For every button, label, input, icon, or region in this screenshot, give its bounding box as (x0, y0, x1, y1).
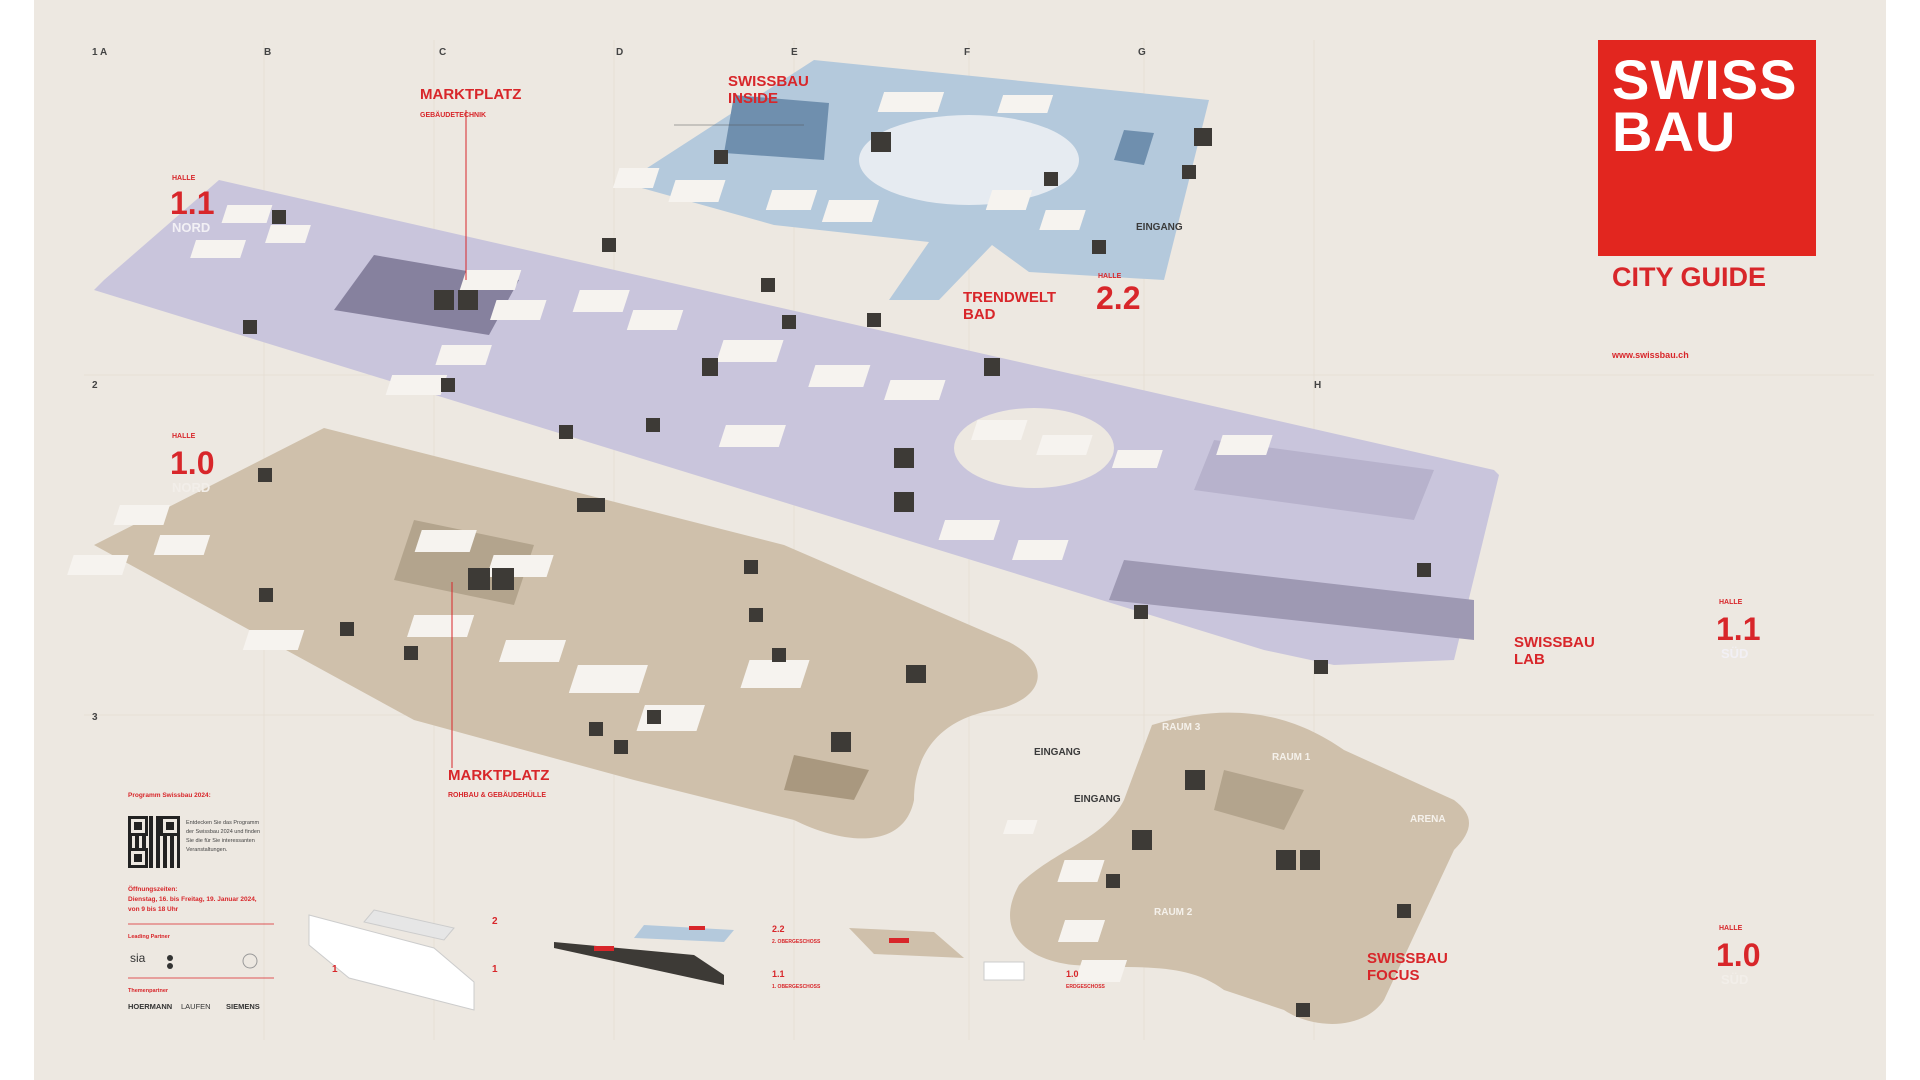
level-2-2-name: 2. OBERGESCHOSS (772, 939, 821, 945)
hall-2-2-floor (624, 60, 1209, 300)
grid-col-a: 1 A (92, 47, 107, 58)
city-guide-title: CITY GUIDE (1612, 262, 1767, 292)
zone-swissbau-lab-1: SWISSBAU (1514, 634, 1595, 651)
sponsor-laufen: LAUFEN (181, 1002, 211, 1011)
grid-col-h: H (1314, 380, 1321, 391)
hall-1-0-sued-label: HALLE (1719, 925, 1743, 932)
grid-row-2: 2 (92, 380, 98, 391)
floor-plan-map: 1 A B C D E F G H 2 3 (67, 40, 1874, 1040)
zone-swissbau-lab-2: LAB (1514, 651, 1545, 668)
iso-label-1b: 1 (492, 964, 498, 975)
service-icons (243, 128, 1431, 1017)
hall-1-0-nord-number: 1.0 (170, 445, 214, 481)
level-1-1-num: 1.1 (772, 969, 785, 979)
programme-qr-text-1: Entdecken Sie das Programm (186, 820, 259, 826)
programme-qr-code[interactable] (128, 816, 180, 868)
iso-label-2: 2 (492, 916, 498, 927)
programme-qr-text-3: Sie die für Sie interessanten (186, 838, 255, 844)
hall-2-2-number: 2.2 (1096, 280, 1140, 316)
level-1-0-name: ERDGESCHOSS (1066, 984, 1106, 990)
entrance-hall-1-0: EINGANG (1034, 747, 1081, 758)
logo-line-2: BAU (1612, 100, 1737, 163)
zone-trendwelt-bad-1: TRENDWELT (963, 289, 1056, 306)
programme-qr-text-2: der Swissbau 2024 und finden (186, 829, 260, 835)
programme-heading: Programm Swissbau 2024: (128, 792, 211, 799)
level-1-1-name: 1. OBERGESCHOSS (772, 984, 821, 990)
arena-label: ARENA (1410, 814, 1446, 825)
hall-1-0-nord-wing: NORD (172, 480, 210, 495)
zone-swissbau-focus-2: FOCUS (1367, 967, 1420, 984)
iso-label-1a: 1 (332, 964, 338, 975)
website-link[interactable]: www.swissbau.ch (1612, 350, 1689, 360)
city-guide-poster: 1 A B C D E F G H 2 3 (34, 0, 1886, 1080)
level-1-0-num: 1.0 (1066, 969, 1079, 979)
room-2-label: RAUM 2 (1154, 907, 1193, 918)
hall-1-1-nord-label: HALLE (172, 175, 196, 182)
theme-partner-label: Themenpartner (128, 988, 169, 994)
grid-col-c: C (439, 47, 446, 58)
leading-partner-label: Leading Partner (128, 934, 171, 940)
hall-1-0-sued-wing: SÜD (1721, 972, 1748, 987)
grid-col-f: F (964, 47, 970, 58)
zone-marktplatz-gebaeudetechnik-sub: GEBÄUDETECHNIK (420, 111, 486, 119)
hall-2-2-label: HALLE (1098, 273, 1122, 280)
opening-hours-line-1: Dienstag, 16. bis Freitag, 19. Januar 20… (128, 896, 257, 903)
focus-area-floor (1010, 712, 1469, 1024)
level-2-2-num: 2.2 (772, 924, 785, 934)
room-3-label: RAUM 3 (1162, 722, 1201, 733)
entrance-focus: EINGANG (1074, 794, 1121, 805)
grid-row-3: 3 (92, 712, 98, 723)
zone-marktplatz-rohbau-title: MARKTPLATZ (448, 767, 549, 784)
logo-line-1: SWISS (1612, 48, 1798, 111)
room-1-label: RAUM 1 (1272, 752, 1311, 763)
grid-col-d: D (616, 47, 623, 58)
hall-1-0-sued-number: 1.0 (1716, 937, 1760, 973)
zone-swissbau-inside-2: INSIDE (728, 90, 778, 107)
zone-trendwelt-bad-2: BAD (963, 306, 996, 323)
zone-marktplatz-gebaeudetechnik-title: MARKTPLATZ (420, 86, 521, 103)
hall-1-1-nord-wing: NORD (172, 220, 210, 235)
zone-swissbau-inside-1: SWISSBAU (728, 73, 809, 90)
entrance-hall-2-2: EINGANG (1136, 222, 1183, 233)
grid-col-b: B (264, 47, 271, 58)
grid-col-e: E (791, 47, 798, 58)
grid-col-g: G (1138, 47, 1146, 58)
swissbau-logo: SWISS BAU (1598, 40, 1816, 256)
hall-1-1-sued-label: HALLE (1719, 599, 1743, 606)
sponsor-hoermann: HOERMANN (128, 1002, 172, 1011)
hall-1-0-nord-label: HALLE (172, 433, 196, 440)
iso-overview (308, 909, 1025, 1011)
sponsor-siemens: SIEMENS (226, 1002, 260, 1011)
partner-sia: sia (130, 951, 146, 965)
zone-swissbau-focus-1: SWISSBAU (1367, 950, 1448, 967)
programme-qr-text-4: Veranstaltungen. (186, 847, 228, 853)
hall-1-1-sued-number: 1.1 (1716, 611, 1760, 647)
stand-blocks (67, 92, 1273, 982)
hall-1-1-sued-wing: SÜD (1721, 646, 1748, 661)
hall-1-1-nord-number: 1.1 (170, 185, 214, 221)
opening-hours-line-2: von 9 bis 18 Uhr (128, 906, 179, 913)
zone-marktplatz-rohbau-sub: ROHBAU & GEBÄUDEHÜLLE (448, 790, 546, 799)
opening-hours-heading: Öffnungszeiten: (128, 884, 177, 893)
